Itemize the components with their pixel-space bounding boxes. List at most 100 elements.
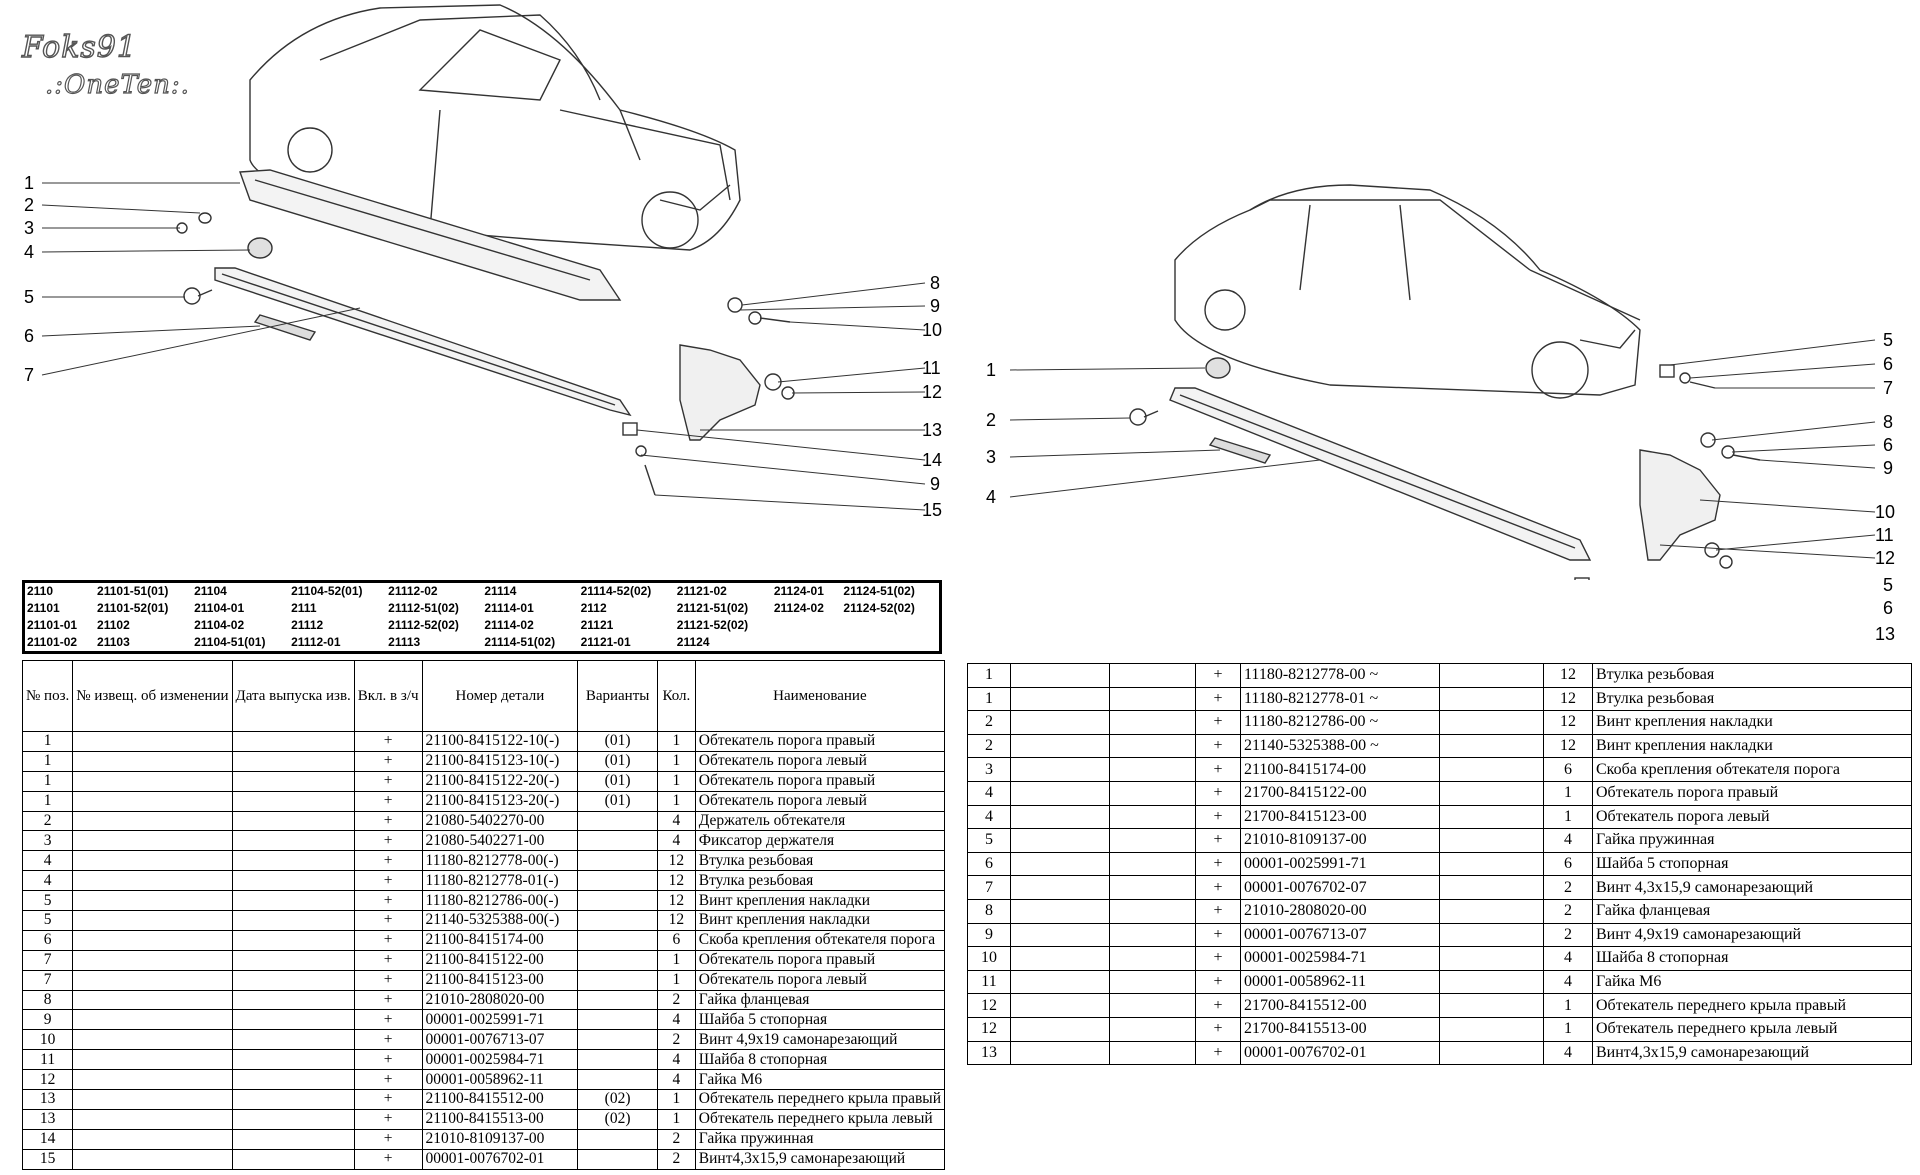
left-car-body [249, 4, 741, 251]
cell-date [231, 1029, 355, 1051]
cell-quantity: 4 [1543, 946, 1593, 971]
cell-included: + [353, 1029, 423, 1051]
cell-included: + [1195, 710, 1241, 735]
right-callout-9: 9 [1883, 458, 1894, 478]
cell-part-number: 21100-8415123-20(-) [421, 790, 579, 812]
model-cell: 21104-01 [194, 601, 245, 615]
cell-position: 3 [21, 830, 74, 852]
cell-part-number: 00001-0025991-71 [1240, 851, 1440, 877]
cell-position: 9 [967, 922, 1011, 948]
cell-part-number: 21140-5325388-00 ~ [1240, 733, 1440, 759]
cell-name: Гайка М6 [694, 1069, 946, 1091]
cell-variant: (01) [577, 770, 658, 792]
cell-name: Обтекатель переднего крыла правый [1592, 993, 1912, 1018]
cell-position: 1 [967, 663, 1011, 688]
cell-date [1109, 898, 1196, 924]
cell-variant [577, 989, 658, 1011]
cell-part-number: 21100-8415123-10(-) [421, 750, 579, 772]
cell-date [1109, 946, 1196, 971]
cell-date [231, 890, 355, 912]
cell-quantity: 4 [656, 830, 696, 852]
cell-name: Обтекатель порога левый [694, 790, 946, 812]
cell-notice [1010, 733, 1110, 759]
cell-variant: (02) [577, 1108, 658, 1130]
cell-quantity: 1 [1543, 993, 1593, 1018]
right-callout-5b: 5 [1883, 575, 1894, 595]
model-cell: 21114-51(02) [484, 635, 556, 649]
cell-name: Гайка пружинная [694, 1128, 946, 1150]
cell-date [231, 1069, 355, 1091]
cell-notice [72, 969, 233, 991]
cell-date [231, 770, 355, 792]
cell-name: Обтекатель порога правый [1592, 780, 1912, 806]
cell-part-number: 11180-8212778-00 ~ [1240, 663, 1440, 688]
right-leader-lines [1009, 339, 1876, 559]
cell-notice [1010, 851, 1110, 877]
cell-included: + [1195, 780, 1241, 806]
cell-date [1109, 804, 1196, 830]
cell-variant [577, 830, 658, 852]
cell-notice [72, 790, 233, 812]
cell-position: 11 [21, 1049, 74, 1071]
model-cell: 21121-02 [676, 584, 727, 598]
cell-part-number: 11180-8212778-01 ~ [1240, 686, 1440, 712]
cell-date [231, 850, 355, 872]
cell-included: + [1195, 898, 1241, 924]
cell-quantity: 2 [656, 1128, 696, 1150]
cell-variant [1439, 686, 1544, 712]
cell-quantity: 12 [1543, 710, 1593, 735]
right-callout-10: 10 [1875, 502, 1896, 522]
cell-date [231, 989, 355, 1011]
cell-quantity: 4 [656, 1009, 696, 1031]
left-callout-7: 7 [24, 365, 35, 385]
cell-name: Обтекатель порога левый [1592, 804, 1912, 830]
cell-quantity: 2 [656, 1029, 696, 1051]
cell-notice [72, 750, 233, 772]
cell-position: 13 [967, 1040, 1011, 1066]
cell-variant [1439, 969, 1544, 995]
cell-variant [1439, 804, 1544, 830]
cell-position: 11 [967, 969, 1011, 995]
right-mudflap [1574, 364, 1761, 580]
cell-variant [1439, 875, 1544, 900]
cell-name: Винт4,3x15,9 самонарезающий [694, 1148, 946, 1170]
model-cell: 21124 [676, 635, 710, 649]
cell-notice [72, 870, 233, 892]
cell-included: + [1195, 922, 1241, 948]
cell-notice [72, 929, 233, 951]
cell-name: Винт крепления накладки [1592, 733, 1912, 759]
cell-notice [1010, 804, 1110, 830]
watermark-line2: .:OneTen:. [44, 69, 190, 100]
cell-variant [577, 1148, 658, 1170]
right-callout-11: 11 [1875, 525, 1894, 545]
left-callout-6: 6 [24, 326, 35, 346]
model-cell: 21121-52(02) [676, 618, 749, 632]
cell-included: + [1195, 993, 1241, 1018]
cell-quantity: 2 [656, 1148, 696, 1170]
cell-variant [577, 949, 658, 971]
left-callout-5: 5 [24, 287, 35, 307]
cell-name: Втулка резьбовая [1592, 663, 1912, 688]
cell-part-number: 00001-0076702-01 [1240, 1040, 1440, 1066]
col-notice-date: Дата выпуска изв. [231, 660, 355, 732]
cell-variant [577, 929, 658, 951]
cell-included: + [1195, 851, 1241, 877]
cell-name: Шайба 5 стопорная [1592, 851, 1912, 877]
cell-position: 6 [21, 929, 74, 951]
cell-notice [72, 1128, 233, 1150]
cell-notice [72, 1069, 233, 1091]
model-cell: 21114-52(02) [580, 584, 652, 598]
